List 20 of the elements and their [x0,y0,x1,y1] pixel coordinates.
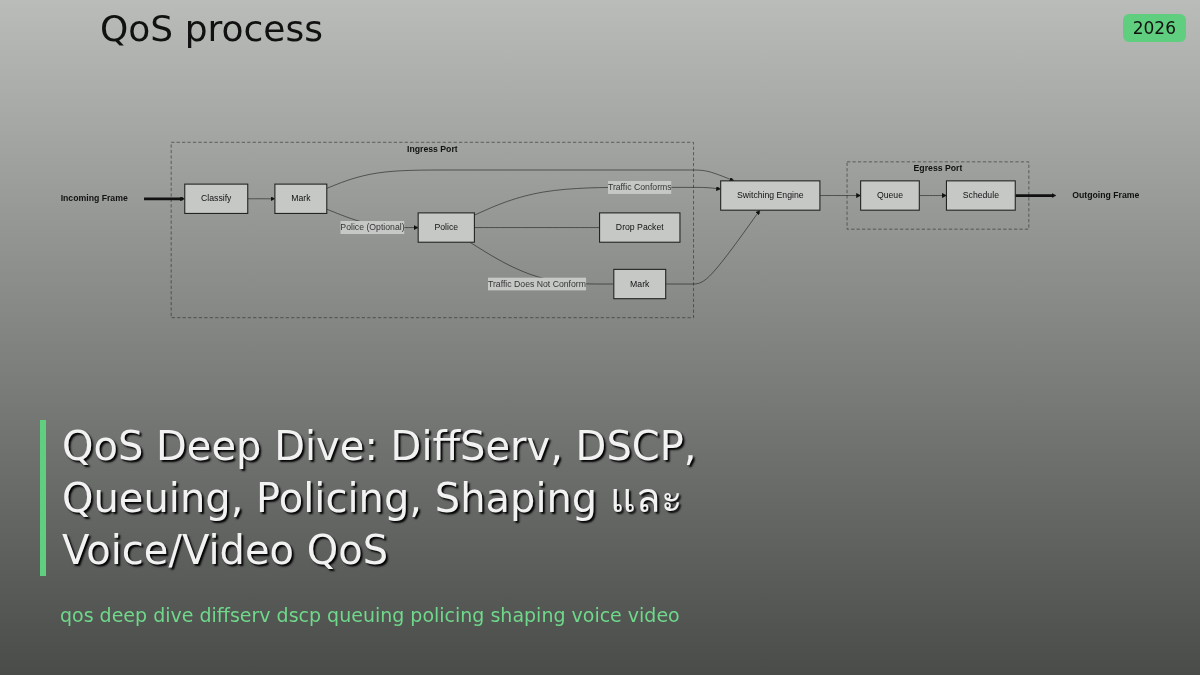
node-box: Queue [860,180,920,211]
arrow [1015,193,1057,198]
node-box: Switching Engine [720,180,821,211]
edge-label: Traffic Conforms [607,182,672,192]
diagram-heading: QoS process [100,8,323,49]
connector [474,227,600,228]
node-box: Mark [274,183,328,214]
node-box: Mark [613,268,667,300]
node-box: Drop Packet [599,212,681,243]
node-box: Police [417,212,475,243]
node-box: Classify [184,183,249,214]
node-text: Outgoing Frame [1072,190,1140,200]
title: QoS Deep Dive: DiffServ, DSCP, Queuing, Policing, Shaping และ Voice/Video QoS [40,420,802,576]
node-text: Incoming Frame [60,193,128,204]
node-box: Schedule [945,180,1016,211]
year-badge: 2026 [1122,14,1186,42]
arrow [144,196,185,202]
edge-label: Traffic Does Not Conform [487,279,586,289]
edge-label: Police (Optional) [340,222,405,232]
caption: qos deep dive diffserv dscp queuing policing shaping voice video [60,604,680,626]
